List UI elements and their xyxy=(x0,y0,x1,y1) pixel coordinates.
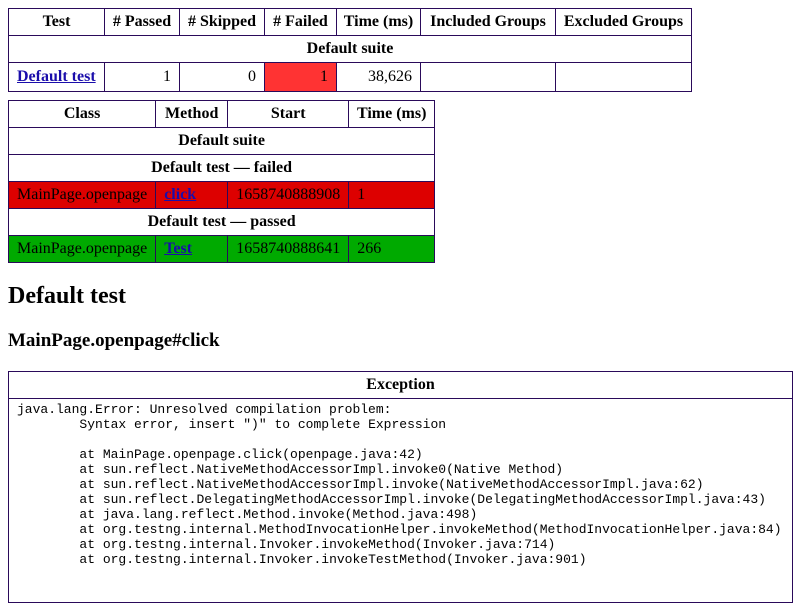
test-time: 38,626 xyxy=(336,62,421,92)
header-class: Class xyxy=(7,100,157,128)
summary-table: Test # Passed # Skipped # Failed Time (m… xyxy=(8,8,692,92)
passed-method-cell: Test xyxy=(155,235,229,263)
method-heading: MainPage.openpage#click xyxy=(8,330,220,351)
passed-group-title: Default test — passed xyxy=(7,208,436,236)
failed-time: 1 xyxy=(348,181,436,209)
header-start: Start xyxy=(227,100,350,128)
suite-name: Default suite xyxy=(8,35,692,63)
test-heading: Default test xyxy=(8,283,126,309)
failed-group-row: Default test — failed xyxy=(7,154,436,182)
methods-table: Class Method Start Time (ms) Default sui… xyxy=(7,100,436,263)
header-time: Time (ms) xyxy=(336,8,421,36)
passed-method-link[interactable]: Test xyxy=(164,240,193,257)
excluded-groups xyxy=(555,62,692,92)
failed-class: MainPage.openpage xyxy=(7,181,157,209)
test-link[interactable]: Default test xyxy=(17,68,96,85)
header-passed: # Passed xyxy=(104,8,180,36)
passed-count: 1 xyxy=(104,62,180,92)
header-method-time: Time (ms) xyxy=(348,100,436,128)
passed-start: 1658740888641 xyxy=(227,235,350,263)
methods-suite-row: Default suite xyxy=(7,127,436,155)
header-excluded-groups: Excluded Groups xyxy=(555,8,692,36)
methods-suite-name: Default suite xyxy=(7,127,436,155)
summary-header-row: Test # Passed # Skipped # Failed Time (m… xyxy=(8,8,692,36)
summary-suite-row: Default suite xyxy=(8,35,692,63)
passed-method-row: MainPage.openpage Test 1658740888641 266 xyxy=(7,235,436,263)
exception-table: Exception java.lang.Error: Unresolved co… xyxy=(8,371,793,603)
header-included-groups: Included Groups xyxy=(420,8,556,36)
failed-method-row: MainPage.openpage click 1658740888908 1 xyxy=(7,181,436,209)
failed-start: 1658740888908 xyxy=(227,181,350,209)
header-skipped: # Skipped xyxy=(179,8,265,36)
stack-trace: java.lang.Error: Unresolved compilation … xyxy=(17,402,782,567)
failed-method-cell: click xyxy=(155,181,229,209)
passed-group-row: Default test — passed xyxy=(7,208,436,236)
failed-group-title: Default test — failed xyxy=(7,154,436,182)
failed-method-link[interactable]: click xyxy=(164,186,197,203)
skipped-count: 0 xyxy=(179,62,265,92)
exception-body-row: java.lang.Error: Unresolved compilation … xyxy=(8,398,793,603)
header-test: Test xyxy=(8,8,105,36)
failed-count: 1 xyxy=(264,62,337,92)
passed-class: MainPage.openpage xyxy=(7,235,157,263)
methods-header-row: Class Method Start Time (ms) xyxy=(7,100,436,128)
header-failed: # Failed xyxy=(264,8,337,36)
summary-test-row: Default test 1 0 1 38,626 xyxy=(8,62,692,92)
header-method: Method xyxy=(155,100,229,128)
exception-header: Exception xyxy=(8,371,793,399)
included-groups xyxy=(420,62,556,92)
passed-time: 266 xyxy=(348,235,436,263)
test-name-cell: Default test xyxy=(8,62,105,92)
exception-header-row: Exception xyxy=(8,371,793,399)
exception-body: java.lang.Error: Unresolved compilation … xyxy=(8,398,793,603)
